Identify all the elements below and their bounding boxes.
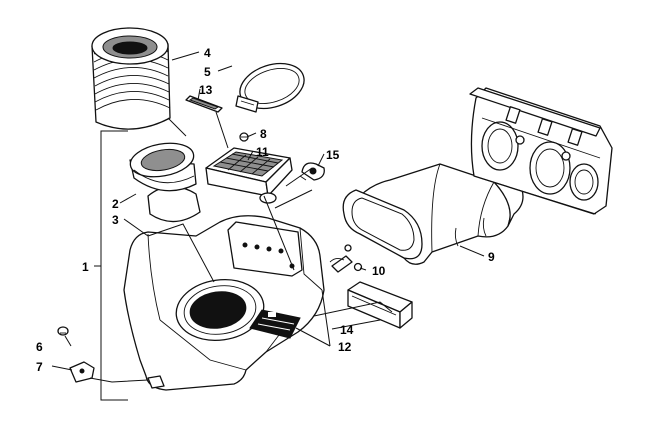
callout-4: 4 xyxy=(204,46,211,60)
callout-10: 10 xyxy=(372,264,386,278)
part-retainer-clip xyxy=(69,361,95,383)
callout-6: 6 xyxy=(36,340,43,354)
callout-labels: 1 2 3 4 5 13 8 11 15 9 10 14 12 6 7 xyxy=(36,46,495,374)
callout-3: 3 xyxy=(112,213,119,227)
callout-8: 8 xyxy=(260,127,267,141)
part-clamp-screw xyxy=(329,244,363,273)
callout-5: 5 xyxy=(204,65,211,79)
part-push-rivet xyxy=(57,326,69,336)
part-screw xyxy=(239,132,249,142)
callout-2: 2 xyxy=(112,197,119,211)
leader-lines xyxy=(51,51,485,383)
callout-15: 15 xyxy=(326,148,340,162)
part-bellows-boot xyxy=(91,27,171,130)
bracket-assembly xyxy=(100,130,128,401)
callout-9: 9 xyxy=(488,250,495,264)
callout-14: 14 xyxy=(340,323,354,337)
part-grommet-clip xyxy=(299,162,325,181)
callout-12: 12 xyxy=(338,340,352,354)
part-throttle-bodies xyxy=(469,87,613,215)
callout-13: 13 xyxy=(199,83,213,97)
callout-7: 7 xyxy=(36,360,43,374)
part-foam-block xyxy=(347,281,413,329)
part-foam-strip xyxy=(185,95,223,113)
callout-11: 11 xyxy=(256,145,269,159)
part-rubber-coupler xyxy=(129,142,201,223)
part-airbox-base xyxy=(123,215,325,391)
part-decal xyxy=(249,309,301,339)
callout-1: 1 xyxy=(82,260,89,274)
part-hose-clamp xyxy=(235,62,305,113)
part-filter-screen xyxy=(205,147,293,204)
